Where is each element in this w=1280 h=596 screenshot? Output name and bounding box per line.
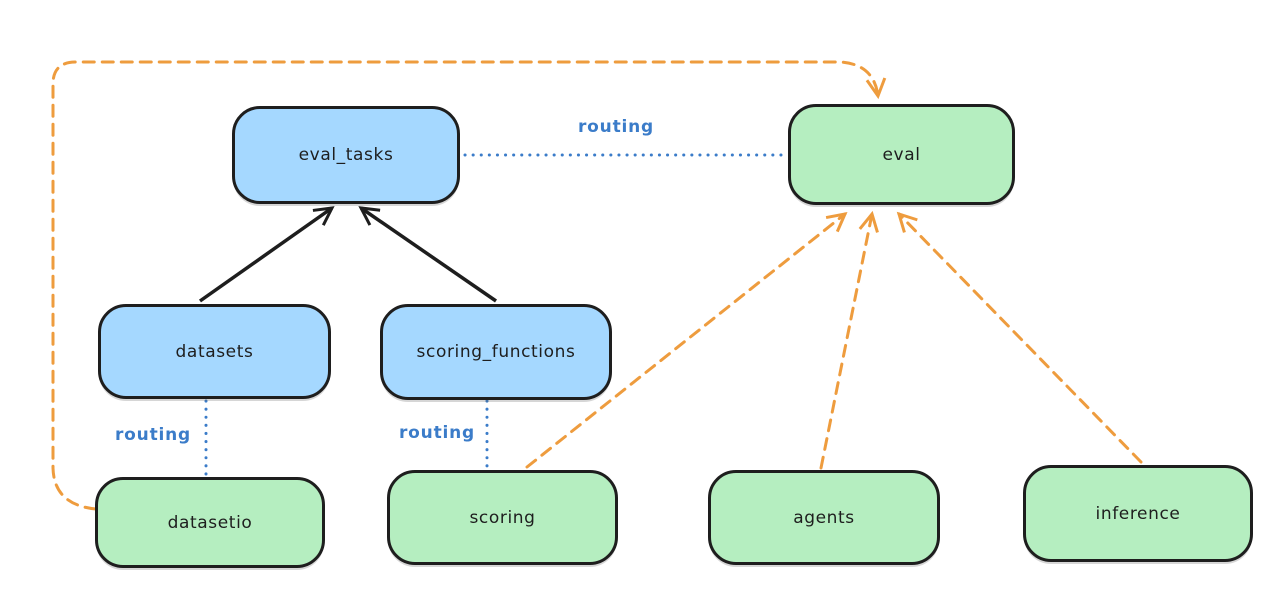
edge-scoring-functions-to-eval-tasks [358,206,497,303]
edge-agents-to-eval [819,210,879,470]
node-datasetio-label: datasetio [167,512,253,533]
node-eval-label: eval [882,144,921,165]
node-inference: inference [1023,465,1253,562]
node-eval: eval [788,104,1015,205]
node-eval-tasks: eval_tasks [232,106,460,204]
routing-label-top: routing [578,117,654,137]
node-scoring-label: scoring [469,507,536,528]
node-agents-label: agents [793,507,855,528]
edge-inference-to-eval [896,211,1143,464]
node-inference-label: inference [1095,503,1181,524]
node-scoring: scoring [387,470,618,565]
node-agents: agents [708,470,940,565]
node-datasetio: datasetio [95,477,325,568]
node-datasets-label: datasets [175,341,254,362]
node-eval-tasks-label: eval_tasks [298,145,394,165]
node-scoring-functions-label: scoring_functions [416,342,576,362]
edge-datasetio-to-eval [51,60,887,511]
edge-scoring-to-eval [525,212,848,469]
node-scoring-functions: scoring_functions [380,304,612,400]
routing-label-datasets: routing [115,425,191,445]
routing-label-scoring: routing [399,423,475,443]
node-datasets: datasets [98,304,331,399]
edge-datasets-to-eval-tasks [198,206,335,303]
